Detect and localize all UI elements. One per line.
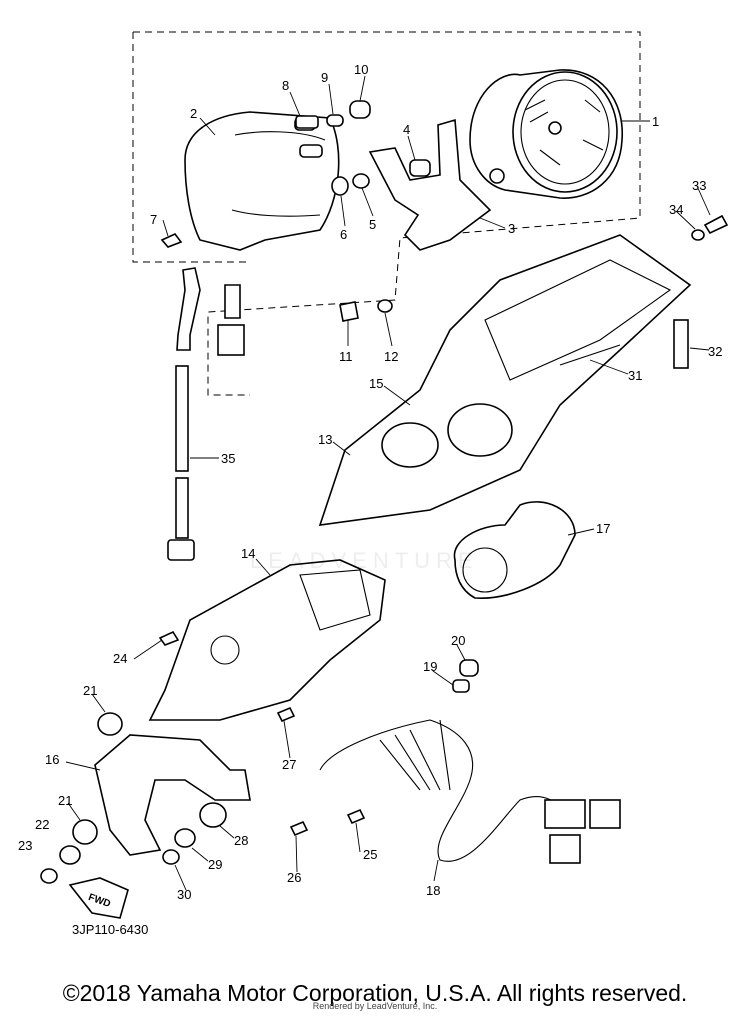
callout-14: 14 — [241, 546, 255, 561]
part-grommet-21a[interactable] — [97, 712, 123, 736]
callout-18: 18 — [426, 883, 440, 898]
copyright-notice: ©2018 Yamaha Motor Corporation, U.S.A. A… — [62, 980, 688, 1006]
callout-23: 23 — [18, 838, 32, 853]
callout-2: 2 — [190, 106, 197, 121]
part-lens-cap[interactable] — [349, 100, 371, 119]
part-collar-29[interactable] — [174, 828, 196, 848]
callout-24: 24 — [113, 651, 127, 666]
assembly-boundary — [132, 31, 641, 396]
callout-32: 32 — [708, 344, 722, 359]
part-screw-33[interactable] — [703, 214, 729, 235]
rendered-by-notice: Rendered by LeadVenture, Inc. — [312, 1001, 438, 1011]
part-nut-30[interactable] — [162, 849, 180, 865]
callout-20: 20 — [451, 633, 465, 648]
part-bulb[interactable] — [326, 114, 344, 127]
part-meter-face[interactable] — [453, 501, 576, 599]
part-nut-23[interactable] — [40, 868, 58, 884]
callout-33: 33 — [692, 178, 706, 193]
callout-19: 19 — [423, 659, 437, 674]
part-screw-26[interactable] — [289, 820, 309, 837]
part-bolt-11[interactable] — [339, 301, 359, 322]
callout-5: 5 — [369, 217, 376, 232]
part-wire-harness[interactable] — [319, 719, 621, 864]
callout-29: 29 — [208, 857, 222, 872]
callout-30: 30 — [177, 887, 191, 902]
part-meter-bracket[interactable] — [368, 118, 492, 251]
fwd-arrow: FWD — [68, 877, 129, 919]
part-meter-housing[interactable] — [184, 111, 340, 251]
part-meter-case[interactable] — [148, 559, 386, 721]
callout-7: 7 — [150, 212, 157, 227]
part-grommet-28[interactable] — [199, 802, 227, 828]
callout-13: 13 — [318, 432, 332, 447]
callout-22: 22 — [35, 817, 49, 832]
part-collar-6[interactable] — [331, 176, 349, 196]
part-collar-22[interactable] — [59, 845, 81, 865]
callout-12: 12 — [384, 349, 398, 364]
callout-28: 28 — [234, 833, 248, 848]
part-washer-12[interactable] — [377, 299, 393, 313]
callout-15: 15 — [369, 376, 383, 391]
callout-31: 31 — [628, 368, 642, 383]
part-bracket-16[interactable] — [94, 734, 251, 856]
part-grommet-21b[interactable] — [72, 819, 98, 845]
part-connector — [217, 284, 245, 356]
part-meter-panel-cover[interactable] — [318, 234, 692, 526]
callout-4: 4 — [403, 122, 410, 137]
part-bulb-19[interactable] — [452, 679, 470, 693]
callout-8: 8 — [282, 78, 289, 93]
part-meter-unit[interactable] — [469, 69, 623, 199]
callout-21b: 21 — [58, 793, 72, 808]
part-spacer-32[interactable] — [673, 319, 689, 369]
callout-9: 9 — [321, 70, 328, 85]
part-screw-7[interactable] — [160, 233, 183, 248]
part-washer-5[interactable] — [352, 173, 370, 189]
callout-11: 11 — [339, 349, 353, 364]
callout-27: 27 — [282, 757, 296, 772]
part-bulb-socket[interactable] — [295, 115, 319, 129]
part-cover-31[interactable] — [559, 344, 621, 366]
callout-34: 34 — [669, 202, 683, 217]
part-screw-27[interactable] — [276, 706, 296, 723]
part-screw-25[interactable] — [346, 808, 366, 825]
callout-1: 1 — [652, 114, 659, 129]
leader-lines — [65, 75, 711, 891]
callout-16: 16 — [45, 752, 59, 767]
callout-labels: 1 2 3 4 5 6 7 8 9 10 11 12 13 14 15 16 1… — [18, 62, 722, 902]
part-damper[interactable] — [409, 159, 431, 177]
part-bulb-cap-20[interactable] — [459, 659, 479, 677]
callout-6: 6 — [340, 227, 347, 242]
callout-17: 17 — [596, 521, 610, 536]
watermark: LEADVENTURE — [250, 548, 479, 573]
callout-26: 26 — [287, 870, 301, 885]
callout-3: 3 — [508, 221, 515, 236]
callout-35: 35 — [221, 451, 235, 466]
callout-25: 25 — [363, 847, 377, 862]
part-speedometer-cable[interactable] — [167, 267, 201, 561]
diagram-code: 3JP110-6430 — [72, 922, 149, 937]
part-screw-24[interactable] — [158, 630, 180, 646]
callout-10: 10 — [354, 62, 368, 77]
part-washer-34[interactable] — [691, 229, 705, 241]
callout-21a: 21 — [83, 683, 97, 698]
